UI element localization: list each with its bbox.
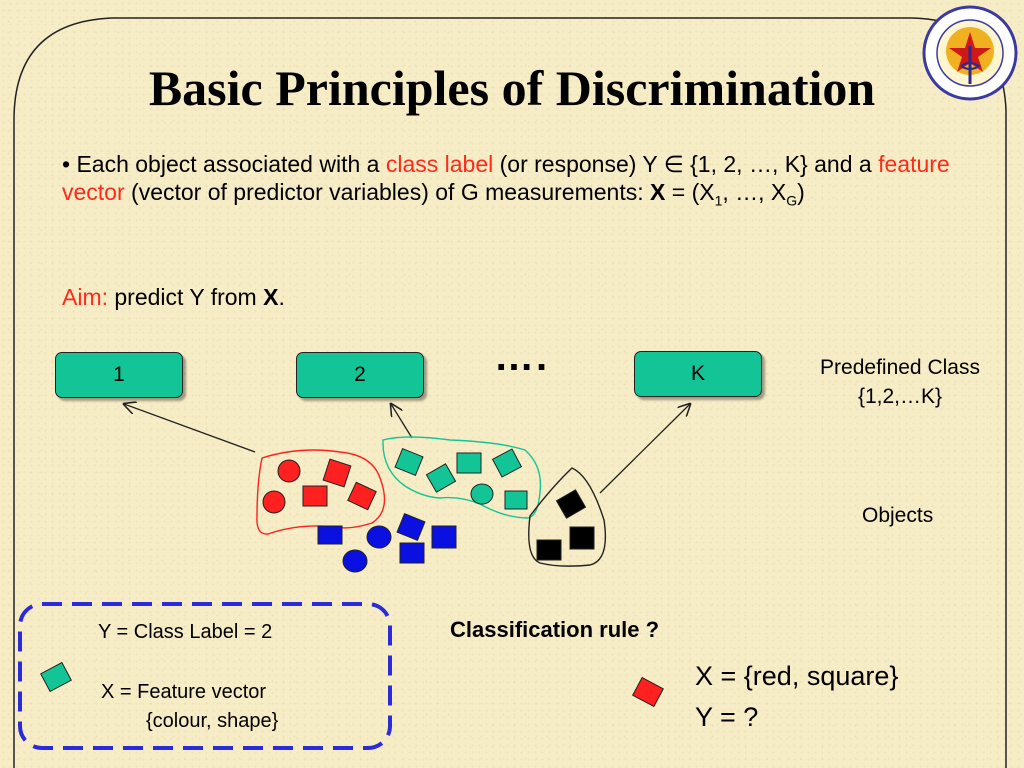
teal-circle-object [470, 483, 494, 505]
blue-circle-object [366, 525, 392, 549]
blue-circle-object [342, 549, 368, 573]
legend-x-line1: X = Feature vector [101, 681, 267, 703]
teal-cluster-outline [382, 436, 542, 519]
feature-vector-term: feature vector [62, 151, 950, 205]
teal-square-object [456, 452, 482, 474]
red-circle-object [262, 490, 286, 514]
blue-square-object [317, 525, 343, 545]
query-red-square [632, 676, 664, 708]
class-box-1: 1 [55, 352, 183, 398]
arrow-to-class-k [599, 404, 690, 494]
predefined-line-1: Predefined Class [820, 356, 980, 379]
red-square-object [322, 458, 352, 488]
teal-square-object [504, 490, 528, 510]
subscript-1: 1 [714, 192, 723, 209]
arrow-to-class-1 [124, 404, 256, 453]
blue-square-object [399, 542, 425, 564]
black-square-object [569, 526, 595, 550]
x-symbol: X [650, 179, 666, 205]
aim-x-symbol: X [263, 284, 279, 310]
black-square-object [536, 539, 562, 561]
query-y-line: Y = ? [695, 702, 759, 732]
black-square-object [555, 489, 587, 519]
classification-rule-question: Classification rule ? [450, 617, 660, 642]
class-box-k: K [634, 351, 762, 397]
class-label-term: class label [385, 151, 494, 177]
blue-square-object [431, 525, 457, 549]
legend-teal-square [40, 661, 72, 693]
bullet-mid2: (vector of predictor variables) of G mea… [124, 179, 651, 205]
bullet-lead: • Each object associated with a [62, 151, 386, 177]
slide-title: Basic Principles of Discrimination [148, 60, 876, 116]
bullet-close: ) [797, 179, 805, 205]
teal-square-object [394, 447, 424, 477]
teal-square-object [425, 463, 457, 493]
legend-box-border [18, 602, 392, 750]
bullet-definition: • Each object associated with a class la… [62, 150, 962, 215]
subscript-g: G [786, 192, 798, 209]
aim-period: . [278, 284, 285, 310]
class-box-2: 2 [296, 352, 424, 398]
aim-line: Aim: predict Y from X. [62, 283, 285, 311]
arrow-to-class-2 [391, 404, 413, 439]
legend-x-line2: {colour, shape} [146, 710, 279, 732]
bullet-mid1: (or response) Y ∈ {1, 2, …, K} and a [493, 151, 879, 177]
predefined-class-label: Predefined Class {1,2,…K} [796, 353, 1004, 411]
bullet-sep: , …, X [722, 179, 787, 205]
aim-label: Aim: [62, 284, 108, 310]
red-cluster-outline [256, 449, 386, 535]
objects-label: Objects [862, 504, 934, 527]
teal-square-object [491, 448, 523, 478]
bullet-eq: = (X [665, 179, 715, 205]
aim-text: predict Y from [108, 284, 264, 310]
blue-square-object [396, 512, 426, 542]
red-square-object [347, 481, 377, 511]
red-square-object [302, 485, 328, 507]
ellipsis-dots: …. [494, 335, 550, 379]
black-cluster-outline [528, 467, 607, 567]
university-seal-icon [922, 5, 1018, 101]
legend-y-line: Y = Class Label = 2 [98, 621, 273, 643]
red-circle-object [277, 459, 301, 483]
predefined-line-2: {1,2,…K} [857, 385, 943, 408]
query-x-line: X = {red, square} [695, 661, 899, 691]
